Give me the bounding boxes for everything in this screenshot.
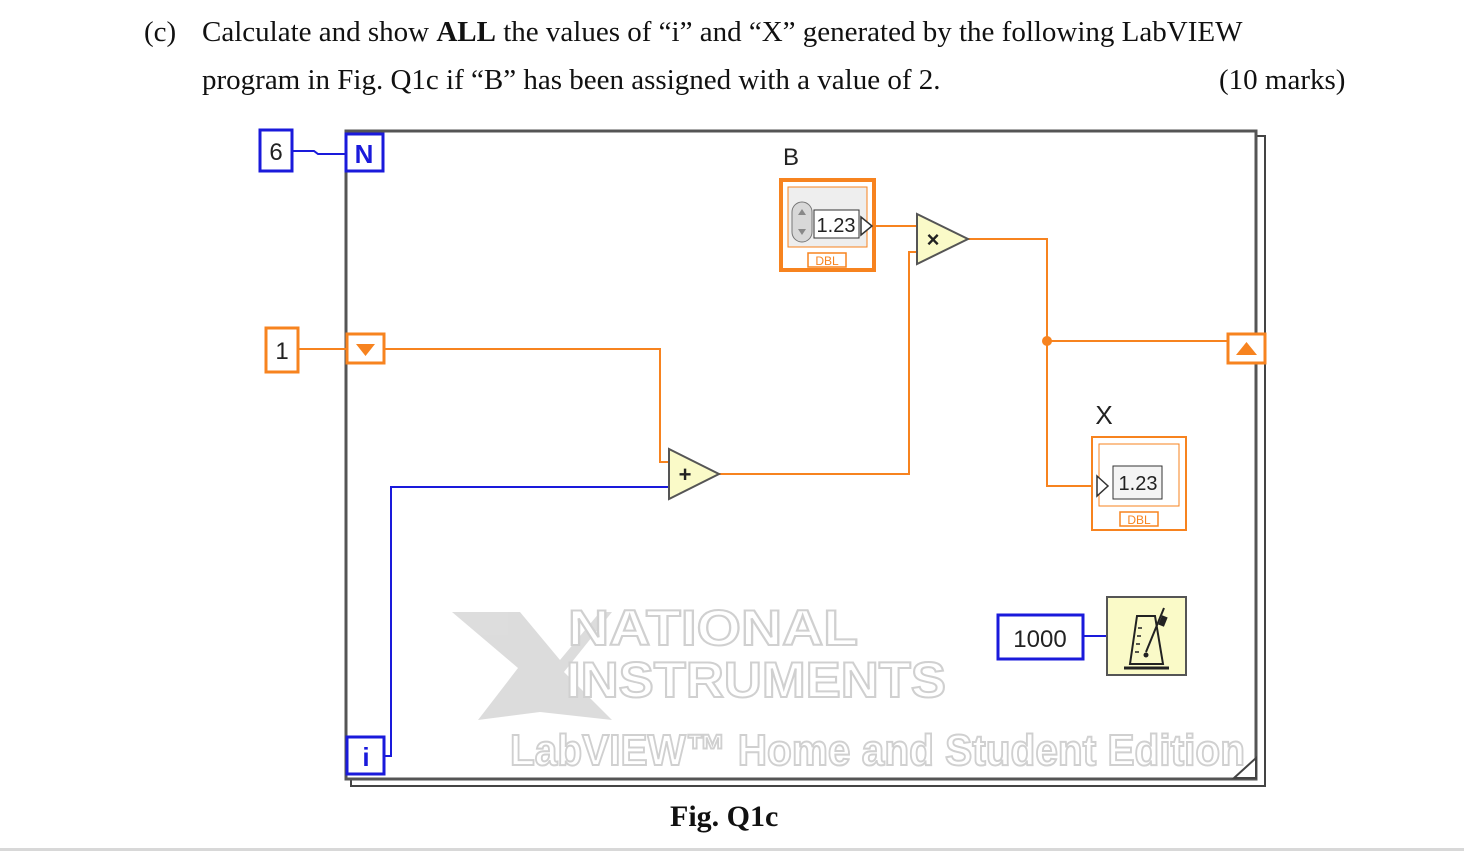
question-marks: (10 marks): [1219, 64, 1346, 96]
add-function: [668, 447, 722, 501]
indicator-x-input-arrow: [1096, 474, 1110, 498]
indicator-x-type: DBL: [1127, 513, 1151, 527]
wire-multiply-out: [968, 238, 1095, 487]
question-line-1: Calculate and show ALL the values of “i”…: [202, 16, 1242, 49]
wire-iteration: [384, 486, 670, 757]
figure-caption: Fig. Q1c: [670, 800, 779, 833]
watermark-line-3: LabVIEW™ Home and Student Edition: [510, 726, 1245, 775]
iteration-terminal-label: i: [362, 742, 369, 772]
iteration-terminal: [345, 735, 386, 776]
indicator-x-display: [1112, 465, 1163, 500]
metronome-icon: [1124, 607, 1169, 670]
indicator-x-value: 1.23: [1119, 473, 1158, 495]
initial-constant: [264, 326, 300, 374]
for-loop-resize-corner: [1231, 755, 1257, 779]
add-symbol: +: [679, 462, 692, 487]
control-b-label: B: [783, 144, 799, 171]
count-terminal-label: N: [355, 139, 374, 169]
count-constant-value: 6: [269, 139, 282, 166]
ni-watermark: NATIONAL INSTRUMENTS LabVIEW™ Home and S…: [452, 599, 1246, 776]
double-wires: [299, 225, 1228, 487]
bottom-divider: [0, 848, 1464, 851]
shift-register-left-arrow: [356, 344, 375, 356]
initial-constant-value: 1: [275, 338, 288, 365]
control-b-output-arrow: [860, 215, 874, 237]
count-constant: [258, 128, 294, 173]
ni-logo-mark: [452, 612, 612, 720]
control-b-display: [813, 209, 860, 239]
question-line-1-bold: ALL: [436, 16, 496, 48]
control-b-value: 1.23: [817, 215, 856, 237]
wire-add-to-multiply: [718, 251, 918, 475]
question-line-1-suffix: the values of “i” and “X” generated by t…: [496, 16, 1243, 48]
question-line-1-prefix: Calculate and show: [202, 16, 437, 48]
indicator-x-label: X: [1095, 400, 1112, 430]
count-terminal: [344, 132, 385, 173]
indicator-x-type-box: [1119, 511, 1159, 527]
control-b-spinner-down-icon: [798, 229, 806, 235]
wire-shift-left-to-add: [384, 348, 670, 463]
watermark-line-2: INSTRUMENTS: [566, 652, 946, 708]
watermark-line-1: NATIONAL: [568, 600, 858, 656]
wire-junction-dot: [1042, 336, 1052, 346]
wait-constant-value: 1000: [1013, 626, 1066, 653]
control-b-spinner: [791, 201, 813, 243]
question-label: (c): [144, 16, 177, 48]
multiply-symbol: ×: [927, 227, 940, 252]
integer-wires: [293, 150, 1107, 757]
control-b-type-box: [807, 252, 847, 268]
wait-constant: [996, 613, 1085, 661]
multiply-function: [916, 212, 971, 266]
question-line-2: program in Fig. Q1c if “B” has been assi…: [202, 64, 941, 96]
control-b-type: DBL: [815, 254, 839, 268]
wire-count: [293, 150, 346, 155]
control-b-spinner-up-icon: [798, 209, 806, 215]
shift-register-right-arrow: [1236, 342, 1257, 355]
